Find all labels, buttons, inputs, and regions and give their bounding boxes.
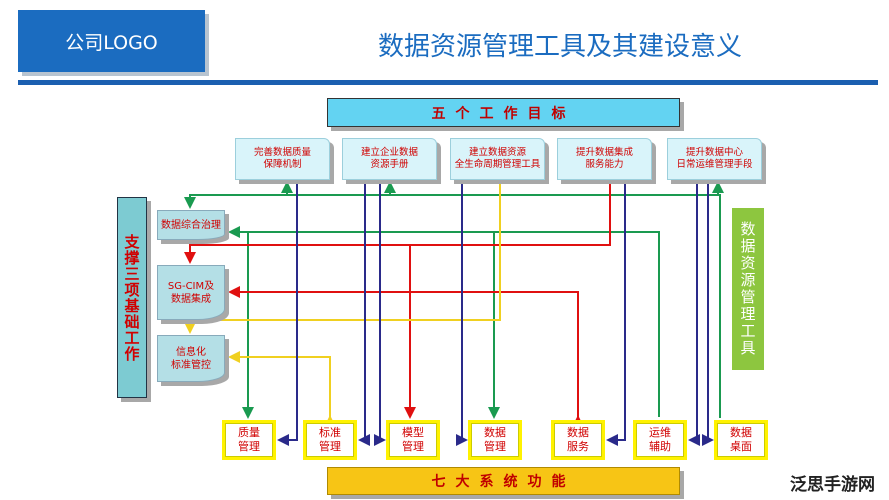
functions-heading: 七大系统功能 bbox=[327, 467, 680, 495]
support-heading: 支撑三项基础工作 bbox=[117, 197, 147, 398]
navy-line bbox=[702, 173, 714, 446]
goal-box: 建立企业数据 资源手册 bbox=[342, 138, 437, 180]
support-item: SG-CIM及 数据集成 bbox=[157, 265, 225, 320]
navy-line bbox=[606, 173, 631, 446]
function-box: 数据 服务 bbox=[551, 420, 605, 460]
function-label: 数据 桌面 bbox=[717, 423, 765, 457]
navy-line bbox=[456, 173, 468, 446]
green-line bbox=[228, 226, 660, 417]
goal-label: 完善数据质量 保障机制 bbox=[253, 147, 311, 170]
support-label: 信息化 标准管控 bbox=[171, 346, 211, 371]
function-box: 标准 管理 bbox=[303, 420, 357, 460]
goal-label: 提升数据集成 服务能力 bbox=[575, 147, 633, 170]
function-box: 模型 管理 bbox=[386, 420, 440, 460]
navy-line bbox=[688, 173, 703, 446]
divider bbox=[18, 80, 878, 85]
navy-line bbox=[277, 173, 303, 446]
logo: 公司LOGO bbox=[18, 10, 205, 72]
function-box: 数据 桌面 bbox=[714, 420, 768, 460]
green-line bbox=[184, 194, 721, 418]
navy-line bbox=[358, 173, 371, 446]
navy-line bbox=[374, 173, 386, 446]
support-item: 数据综合治理 bbox=[157, 210, 225, 240]
goal-label: 提升数据中心 日常运维管理手段 bbox=[676, 147, 753, 170]
yellow-line bbox=[228, 351, 336, 427]
support-label: SG-CIM及 数据集成 bbox=[167, 280, 215, 305]
function-box: 数据 管理 bbox=[468, 420, 522, 460]
function-box: 运维 辅助 bbox=[633, 420, 687, 460]
function-box: 质量 管理 bbox=[222, 420, 276, 460]
watermark: 泛思手游网 bbox=[790, 475, 875, 495]
page-title: 数据资源管理工具及其建设意义 bbox=[377, 32, 742, 62]
goal-box: 提升数据集成 服务能力 bbox=[557, 138, 652, 180]
goal-box: 建立数据资源 全生命周期管理工具 bbox=[450, 138, 545, 180]
support-item: 信息化 标准管控 bbox=[157, 335, 225, 382]
function-label: 运维 辅助 bbox=[636, 423, 684, 457]
function-label: 质量 管理 bbox=[225, 423, 273, 457]
support-label: 数据综合治理 bbox=[161, 219, 221, 231]
function-label: 模型 管理 bbox=[389, 423, 437, 457]
red-line bbox=[228, 286, 584, 427]
goal-box: 完善数据质量 保障机制 bbox=[235, 138, 330, 180]
function-label: 标准 管理 bbox=[306, 423, 354, 457]
goal-label: 建立企业数据 资源手册 bbox=[360, 147, 418, 170]
function-label: 数据 管理 bbox=[471, 423, 519, 457]
function-label: 数据 服务 bbox=[554, 423, 602, 457]
goal-label: 建立数据资源 全生命周期管理工具 bbox=[454, 147, 541, 170]
goals-heading: 五个工作目标 bbox=[327, 98, 680, 127]
yellow-line bbox=[184, 173, 506, 334]
tool-label: 数据资源管理工具 bbox=[732, 208, 764, 370]
goal-box: 提升数据中心 日常运维管理手段 bbox=[667, 138, 762, 180]
